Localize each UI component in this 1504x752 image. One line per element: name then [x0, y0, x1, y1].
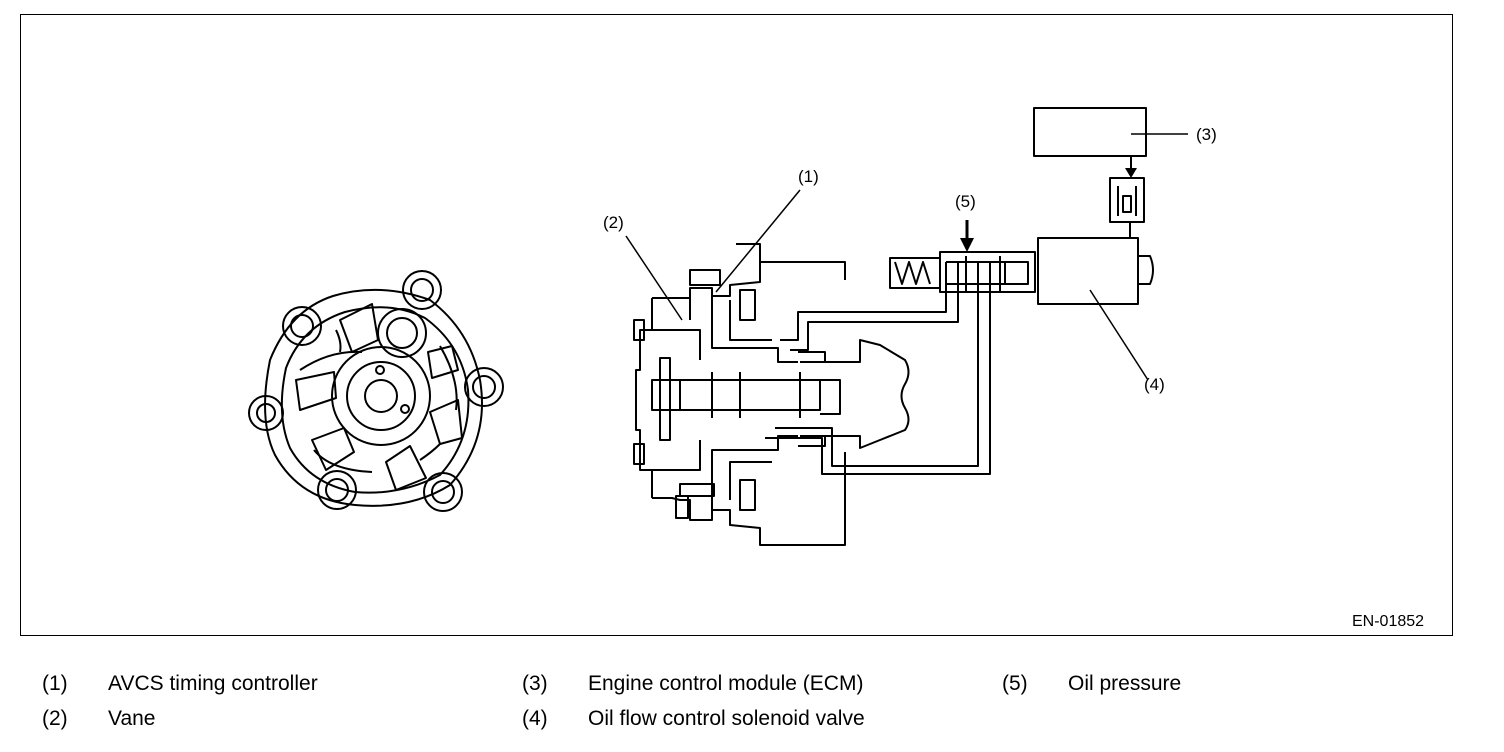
legend-number: (4) [522, 707, 548, 730]
ecm-box [1033, 107, 1147, 157]
legend-number: (3) [522, 672, 548, 695]
solenoid-valve [889, 177, 1154, 305]
controller-cross-section [633, 243, 991, 546]
legend-label: AVCS timing controller [108, 672, 318, 695]
figure-frame [20, 14, 1453, 636]
legend-label: Oil pressure [1068, 672, 1182, 695]
legend-number: (5) [1002, 672, 1028, 695]
legend-number: (1) [42, 672, 68, 695]
callout-1: (1) [798, 167, 819, 186]
figure-code: EN-01852 [1352, 613, 1425, 630]
callout-3: (3) [1196, 125, 1217, 144]
legend-label: Oil flow control solenoid valve [588, 707, 865, 730]
callout-5: (5) [955, 192, 976, 211]
legend-label: Engine control module (ECM) [588, 672, 864, 695]
callout-4: (4) [1144, 375, 1165, 394]
vane-unit-front-view [248, 270, 504, 512]
legend-label: Vane [108, 707, 156, 730]
legend-number: (2) [42, 707, 68, 730]
callout-2: (2) [603, 213, 624, 232]
